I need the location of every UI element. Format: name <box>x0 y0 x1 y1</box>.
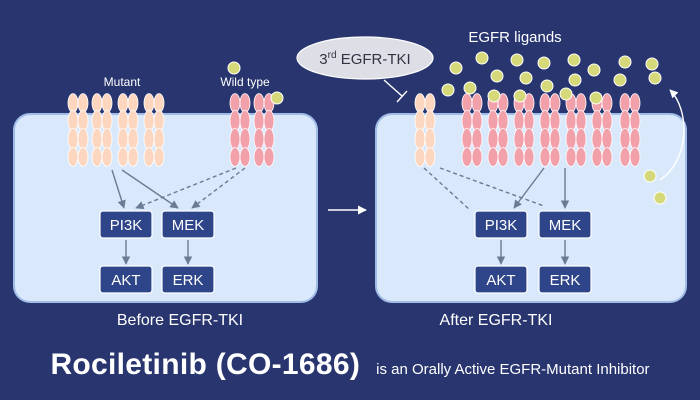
wildtype-label: Wild type <box>220 75 270 89</box>
footer-title: Rociletinib (CO-1686) is an Orally Activ… <box>0 340 700 390</box>
right-kinase-erk: ERK <box>539 266 591 293</box>
right-kinase-mek: MEK <box>539 211 591 238</box>
svg-text:ERK: ERK <box>550 272 581 289</box>
right-kinase-pi3k: PI3K <box>475 211 527 238</box>
ligand-dot <box>541 80 553 92</box>
ligand-dot <box>488 90 500 102</box>
ligand-dot <box>588 64 600 76</box>
ligand-dot <box>491 70 503 82</box>
left-kinase-akt: AKT <box>100 266 152 293</box>
inhibition-line <box>384 80 407 102</box>
left-kinase-erk: ERK <box>162 266 214 293</box>
ligand-dot <box>271 92 283 104</box>
ligand-dot <box>520 72 532 84</box>
ligand-dot <box>654 192 666 204</box>
svg-text:MEK: MEK <box>172 217 205 234</box>
inhibitor-bubble: 3rd EGFR-TKI <box>297 37 433 79</box>
drug-description: is an Orally Active EGFR-Mutant Inhibito… <box>376 361 649 378</box>
left-kinase-pi3k: PI3K <box>100 211 152 238</box>
ligand-dot <box>649 72 661 84</box>
ligand-dot <box>646 58 658 70</box>
left-kinase-mek: MEK <box>162 211 214 238</box>
ligand-dot <box>590 92 602 104</box>
svg-text:PI3K: PI3K <box>485 217 518 234</box>
svg-text:PI3K: PI3K <box>110 217 143 234</box>
mutant-label: Mutant <box>104 75 141 89</box>
ligand-dot <box>476 52 488 64</box>
ligand-dot <box>511 54 523 66</box>
drug-name: Rociletinib (CO-1686) <box>50 348 360 382</box>
ligand-dot <box>568 54 580 66</box>
caption-after: After EGFR-TKI <box>376 312 616 330</box>
ligand-dot <box>569 74 581 86</box>
ligands-label: EGFR ligands <box>468 29 561 46</box>
ligand-dot <box>464 82 476 94</box>
svg-text:ERK: ERK <box>173 272 204 289</box>
svg-text:MEK: MEK <box>549 217 582 234</box>
caption-before: Before EGFR-TKI <box>60 312 300 330</box>
ligand-dot <box>560 88 572 100</box>
right-kinase-akt: AKT <box>475 266 527 293</box>
svg-text:AKT: AKT <box>486 272 515 289</box>
ligand-dot <box>614 74 626 86</box>
ligand-dot <box>442 84 454 96</box>
ligand-dot <box>450 62 462 74</box>
ligand-dot <box>514 90 526 102</box>
svg-text:AKT: AKT <box>111 272 140 289</box>
ligand-dot <box>538 57 550 69</box>
ligand-dot <box>228 62 240 74</box>
ligand-dot <box>619 56 631 68</box>
ligand-dot <box>644 170 656 182</box>
